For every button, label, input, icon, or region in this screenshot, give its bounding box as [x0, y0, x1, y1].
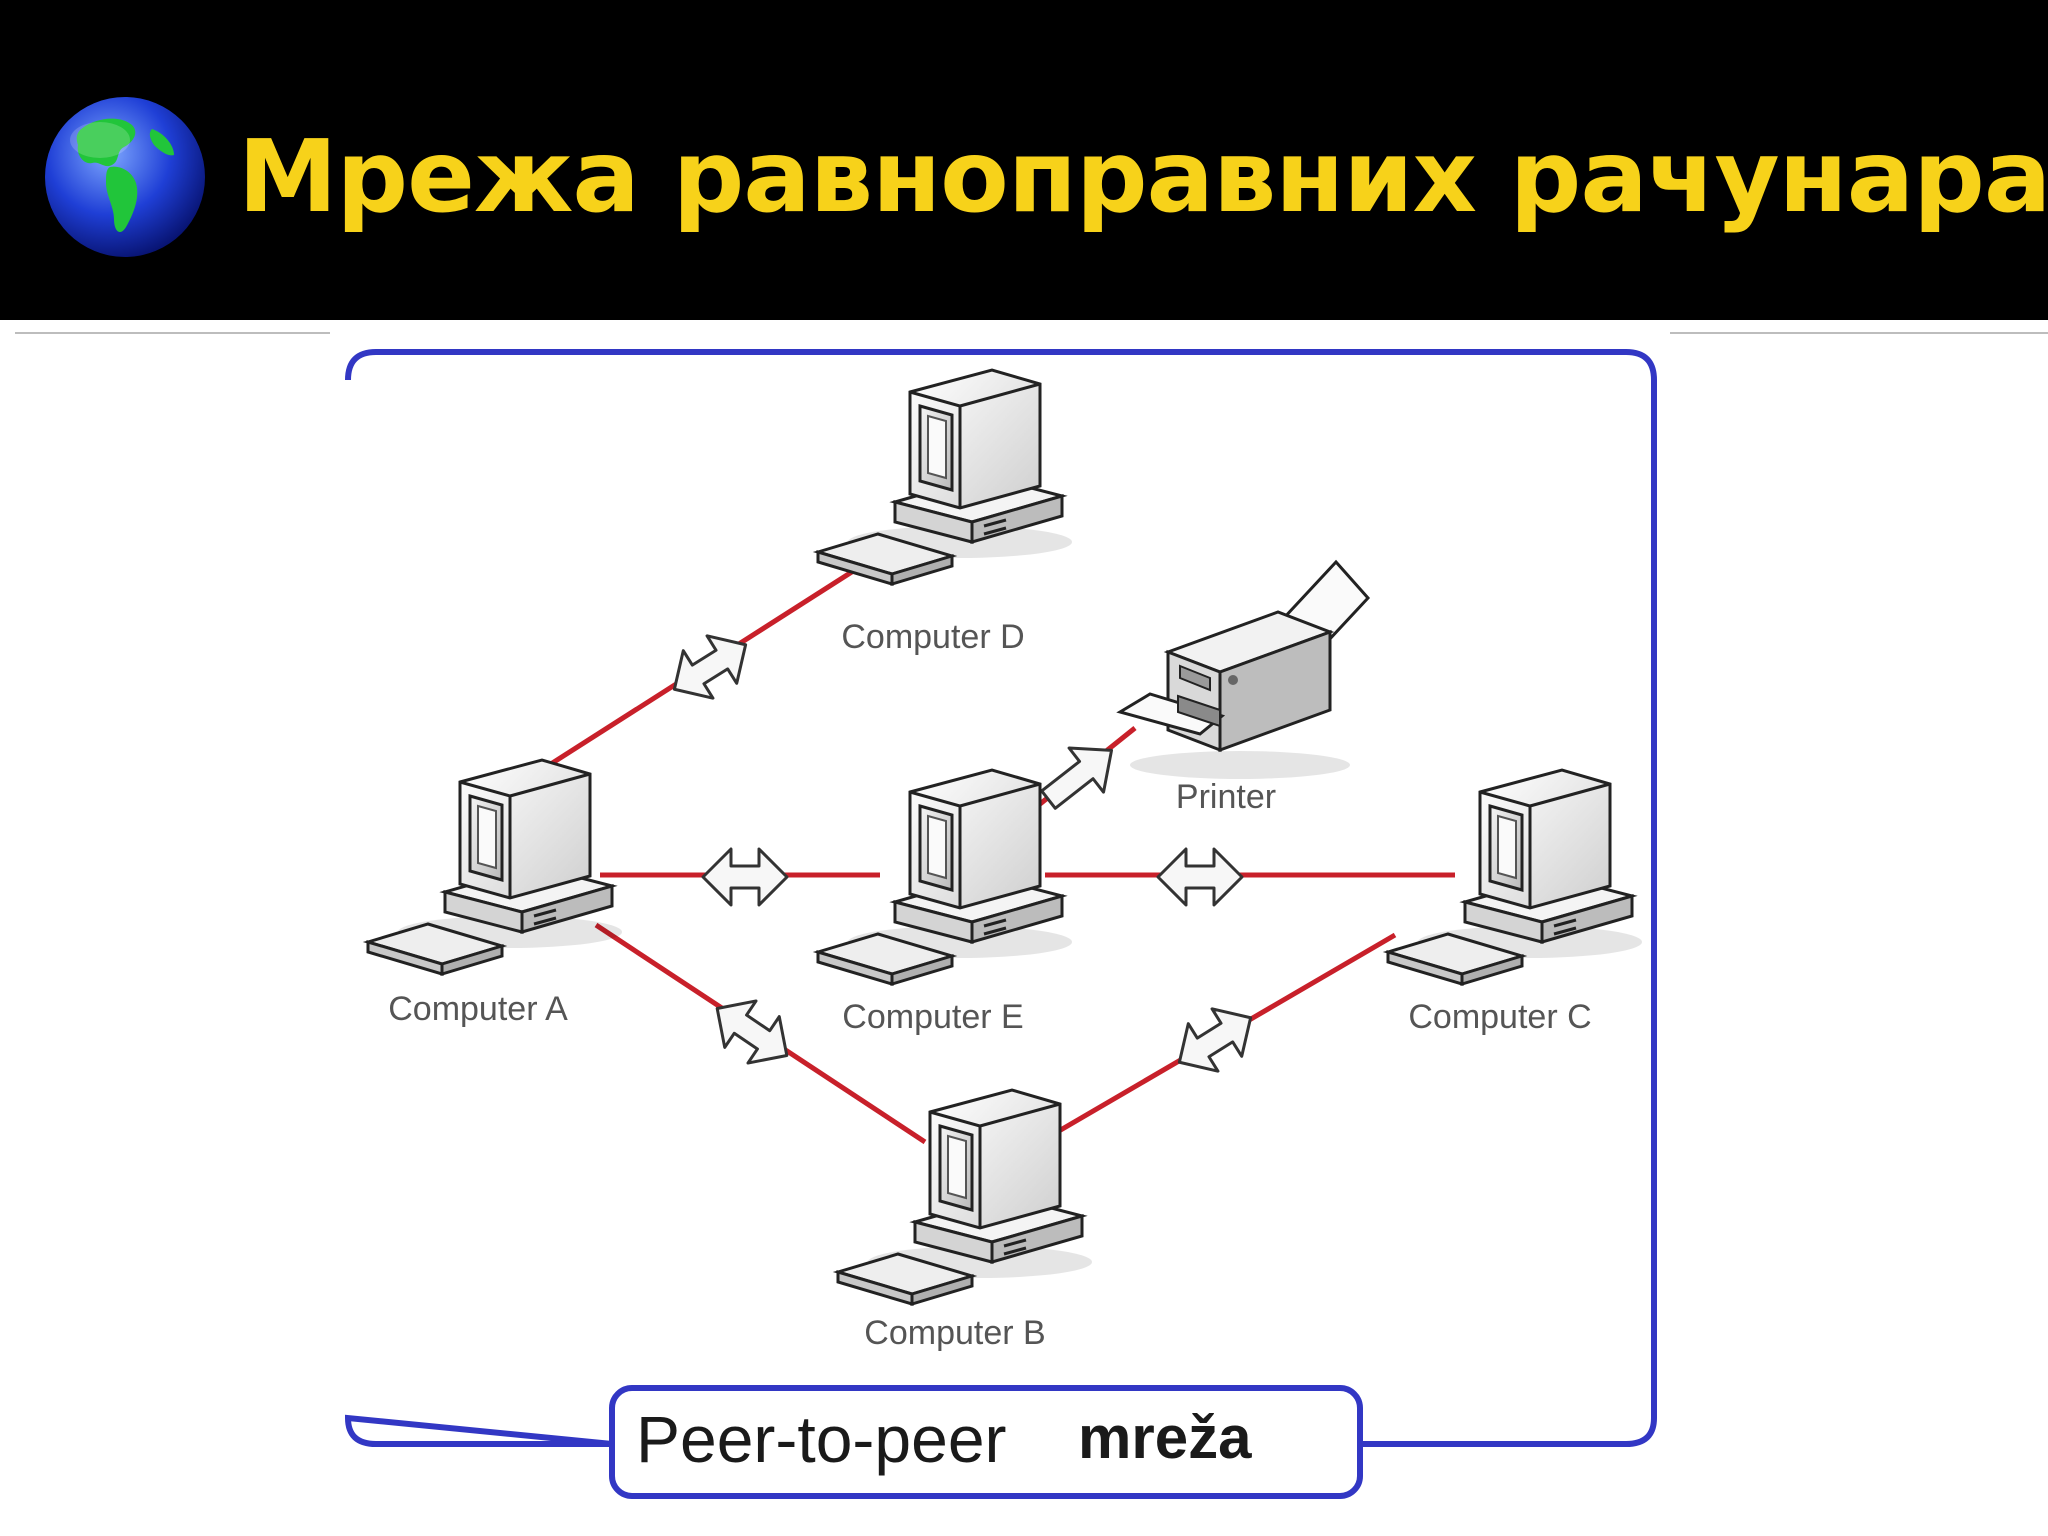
bidirectional-arrow-icon	[658, 619, 762, 715]
label-computer-d: Computer D	[841, 618, 1024, 656]
unidirectional-arrow-icon	[1040, 746, 1114, 810]
slide-title: Мрежа равноправних рачунара	[238, 118, 2048, 235]
caption-text: Peer-to-peer	[636, 1402, 1007, 1476]
label-computer-e: Computer E	[842, 998, 1023, 1036]
caption-box	[609, 1385, 1363, 1499]
bidirectional-arrow-icon	[701, 847, 789, 907]
computer-a-icon	[366, 758, 624, 976]
computer-d-icon	[816, 368, 1074, 586]
diagram-frame	[344, 349, 1657, 1447]
label-computer-a: Computer A	[388, 990, 568, 1028]
header-rule-right	[1670, 332, 2048, 334]
caption-bold-text: mreža	[1078, 1404, 1252, 1471]
printer-icon	[1116, 559, 1371, 779]
bidirectional-arrow-icon	[700, 983, 804, 1081]
globe-icon	[45, 97, 205, 257]
header-rule-left	[15, 332, 330, 334]
label-computer-c: Computer C	[1408, 998, 1591, 1036]
label-printer: Printer	[1176, 778, 1276, 816]
computer-b-icon	[836, 1088, 1094, 1306]
label-computer-b: Computer B	[864, 1314, 1045, 1352]
bidirectional-arrow-icon	[1163, 992, 1267, 1088]
slide-header: Мрежа равноправних рачунара	[0, 0, 2048, 320]
bidirectional-arrow-icon	[1156, 847, 1244, 907]
